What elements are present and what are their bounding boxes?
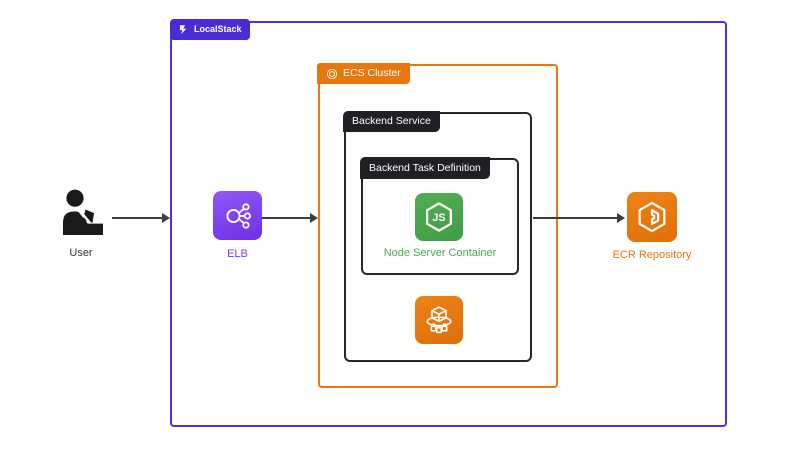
localstack-label: LocalStack: [194, 24, 242, 34]
user-icon: [57, 189, 105, 236]
ecr-icon: [627, 192, 677, 242]
node-server-container-label: Node Server Container: [383, 247, 497, 259]
nodejs-icon: JS: [415, 193, 463, 241]
ecs-cluster-boundary: [318, 64, 558, 388]
arrow-user-to-localstack: [112, 213, 170, 223]
backend-service-badge: Backend Service: [343, 111, 440, 132]
ecr-repository-label: ECR Repository: [612, 249, 692, 261]
nodejs-icon-text: JS: [432, 212, 445, 224]
localstack-badge: LocalStack: [170, 19, 250, 40]
localstack-logo-icon: [178, 24, 189, 35]
task-definition-label: Backend Task Definition: [369, 161, 481, 174]
ecs-service-icon: [415, 296, 463, 344]
backend-service-label: Backend Service: [352, 115, 431, 128]
elb-icon: [213, 191, 262, 240]
ecs-cluster-icon: [326, 68, 338, 80]
elb-label: ELB: [227, 248, 248, 260]
task-definition-badge: Backend Task Definition: [360, 157, 490, 179]
user-label: User: [69, 247, 93, 259]
arrow-backend-service-to-ecr: [533, 213, 625, 223]
arrow-elb-to-ecs-cluster: [262, 213, 318, 223]
ecs-cluster-badge: ECS Cluster: [317, 63, 410, 84]
ecs-cluster-label: ECS Cluster: [343, 67, 401, 80]
